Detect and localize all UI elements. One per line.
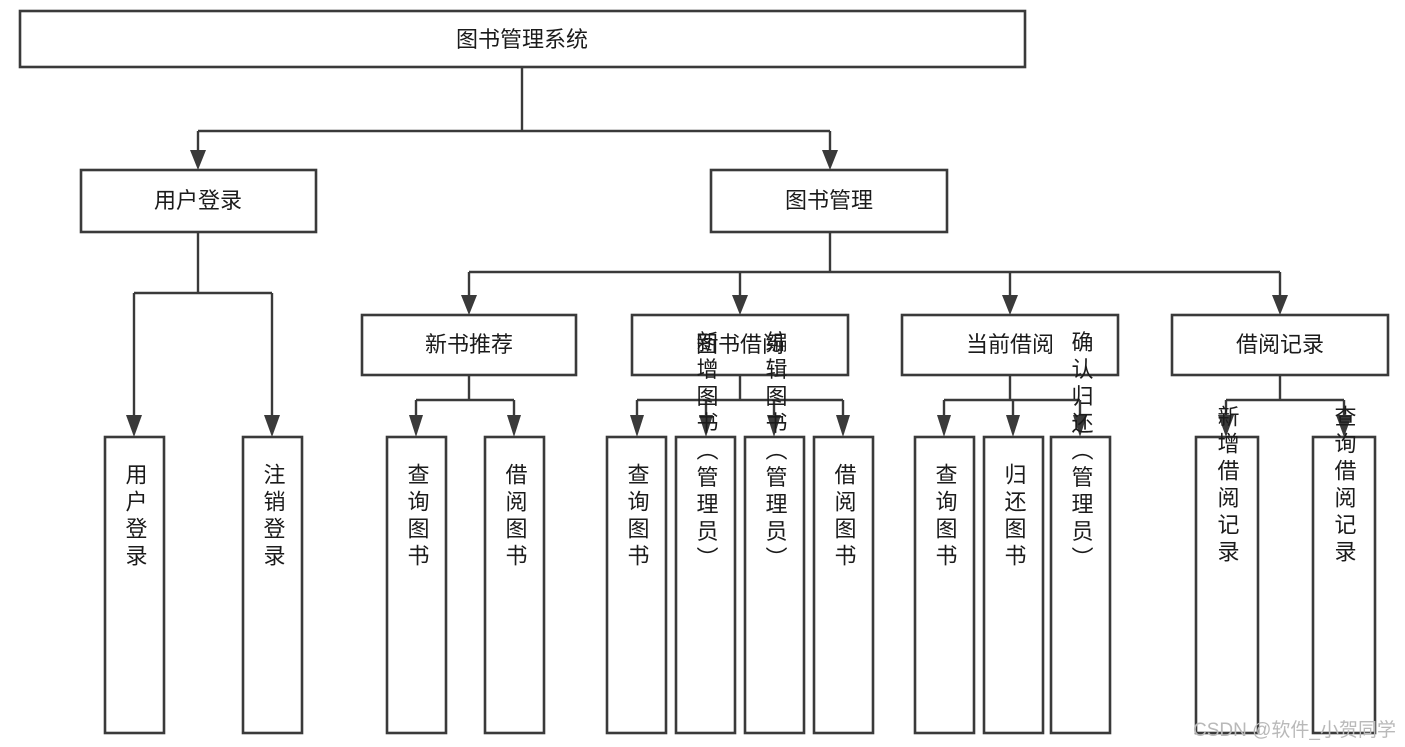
arrow-head-icon — [836, 415, 850, 437]
leaf-bookborrow-edit-book[interactable]: 编辑图书（管理员） — [743, 331, 806, 735]
node-root-system[interactable]: 图书管理系统 — [18, 9, 1027, 69]
leaf-label-currentborrow-query-book: 查询图书 — [933, 463, 958, 571]
node-box-rect — [674, 435, 737, 735]
node-box-rect — [360, 313, 578, 377]
arrow-head-icon — [507, 415, 521, 437]
arrow-head-icon — [732, 295, 748, 315]
connector-bookmgmt-to-level3 — [461, 232, 1288, 315]
arrow-head-icon — [264, 415, 280, 437]
node-box-rect — [812, 435, 875, 735]
arrow-head-icon — [1006, 415, 1020, 437]
arrow-head-icon — [630, 415, 644, 437]
leaf-label-newbook-borrow-book: 借阅图书 — [503, 463, 528, 571]
leaf-label-currentborrow-return-book: 归还图书 — [1002, 463, 1027, 571]
node-box-rect — [743, 435, 806, 735]
arrow-head-icon — [699, 415, 713, 437]
leaf-bookborrow-borrow-book[interactable]: 借阅图书 — [812, 435, 875, 735]
node-label-book-management: 图书管理 — [785, 188, 873, 213]
leaf-newbook-borrow-book[interactable]: 借阅图书 — [483, 435, 546, 735]
leaf-borrowrecord-add-record[interactable]: 新增借阅记录 — [1194, 405, 1260, 735]
node-box-rect — [483, 435, 546, 735]
leaf-newbook-query-book[interactable]: 查询图书 — [385, 435, 448, 735]
node-label-current-borrow: 当前借阅 — [966, 332, 1054, 357]
arrow-head-icon — [1272, 295, 1288, 315]
arrow-head-icon — [461, 295, 477, 315]
connector-root-to-level2 — [190, 67, 838, 170]
leaf-label-bookborrow-query-book: 查询图书 — [625, 463, 650, 571]
leaf-currentborrow-return-book[interactable]: 归还图书 — [982, 435, 1045, 735]
leaf-label-bookborrow-borrow-book: 借阅图书 — [832, 463, 857, 571]
leaf-borrowrecord-query-record[interactable]: 查询借阅记录 — [1311, 405, 1377, 735]
leaf-label-bookborrow-add-book: 新增图书（管理员） — [694, 331, 719, 574]
arrow-head-icon — [1218, 415, 1234, 437]
arrow-head-icon — [190, 150, 206, 170]
node-box-rect — [913, 435, 976, 735]
leaf-label-bookborrow-edit-book: 编辑图书（管理员） — [763, 331, 788, 574]
arrow-head-icon — [1073, 415, 1087, 437]
leaf-label-currentborrow-confirm-return: 确认归还（管理员） — [1069, 331, 1094, 574]
arrow-head-icon — [409, 415, 423, 437]
node-label-borrow-record: 借阅记录 — [1236, 332, 1324, 357]
node-box-rect — [79, 168, 318, 234]
node-box-rect — [1170, 313, 1390, 377]
leaf-currentborrow-query-book[interactable]: 查询图书 — [913, 435, 976, 735]
leaf-bookborrow-query-book[interactable]: 查询图书 — [605, 435, 668, 735]
node-box-rect — [18, 9, 1027, 69]
node-book-borrow[interactable]: 图书借阅 — [630, 313, 850, 377]
node-box-rect — [1194, 435, 1260, 735]
leaf-label-borrowrecord-query-record: 查询借阅记录 — [1332, 405, 1357, 567]
leaf-user-login-login[interactable]: 用户登录 — [103, 435, 166, 735]
node-box-rect — [241, 435, 304, 735]
leaf-label-user-login-login: 用户登录 — [123, 463, 148, 571]
node-box-rect — [1049, 435, 1112, 735]
node-box-rect — [605, 435, 668, 735]
leaf-bookborrow-add-book[interactable]: 新增图书（管理员） — [674, 331, 737, 735]
leaf-currentborrow-confirm-return[interactable]: 确认归还（管理员） — [1049, 331, 1112, 735]
connector-newbook-to-leaves — [409, 375, 521, 437]
node-box-rect — [982, 435, 1045, 735]
node-box-rect — [709, 168, 949, 234]
node-box-rect — [385, 435, 448, 735]
node-new-book-recommend[interactable]: 新书推荐 — [360, 313, 578, 377]
node-label-user-login: 用户登录 — [154, 188, 242, 213]
connector-borrowrecord-to-leaves — [1218, 375, 1352, 437]
node-current-borrow[interactable]: 当前借阅 — [900, 313, 1120, 377]
node-box-rect — [1311, 435, 1377, 735]
connector-userlogin-to-leaves — [126, 232, 280, 437]
leaf-label-user-login-logout: 注销登录 — [261, 463, 286, 571]
node-box-rect — [103, 435, 166, 735]
node-label-root: 图书管理系统 — [456, 27, 588, 52]
node-label-book-borrow: 图书借阅 — [696, 332, 784, 357]
connector-bookborrow-to-leaves — [630, 375, 850, 437]
arrow-head-icon — [767, 415, 781, 437]
arrow-head-icon — [937, 415, 951, 437]
leaf-label-borrowrecord-add-record: 新增借阅记录 — [1215, 405, 1240, 567]
connector-currentborrow-to-leaves — [937, 375, 1087, 437]
node-label-new-book-recommend: 新书推荐 — [425, 332, 513, 357]
node-user-login[interactable]: 用户登录 — [79, 168, 318, 234]
leaf-user-login-logout[interactable]: 注销登录 — [241, 435, 304, 735]
arrow-head-icon — [1002, 295, 1018, 315]
arrow-head-icon — [822, 150, 838, 170]
arrow-head-icon — [126, 415, 142, 437]
watermark-label: CSDN @软件_小贺同学 — [1193, 719, 1396, 741]
node-box-rect — [630, 313, 850, 377]
leaf-label-newbook-query-book: 查询图书 — [405, 463, 430, 571]
node-borrow-record[interactable]: 借阅记录 — [1170, 313, 1390, 377]
node-book-management[interactable]: 图书管理 — [709, 168, 949, 234]
node-box-rect — [900, 313, 1120, 377]
arrow-head-icon — [1336, 415, 1352, 437]
